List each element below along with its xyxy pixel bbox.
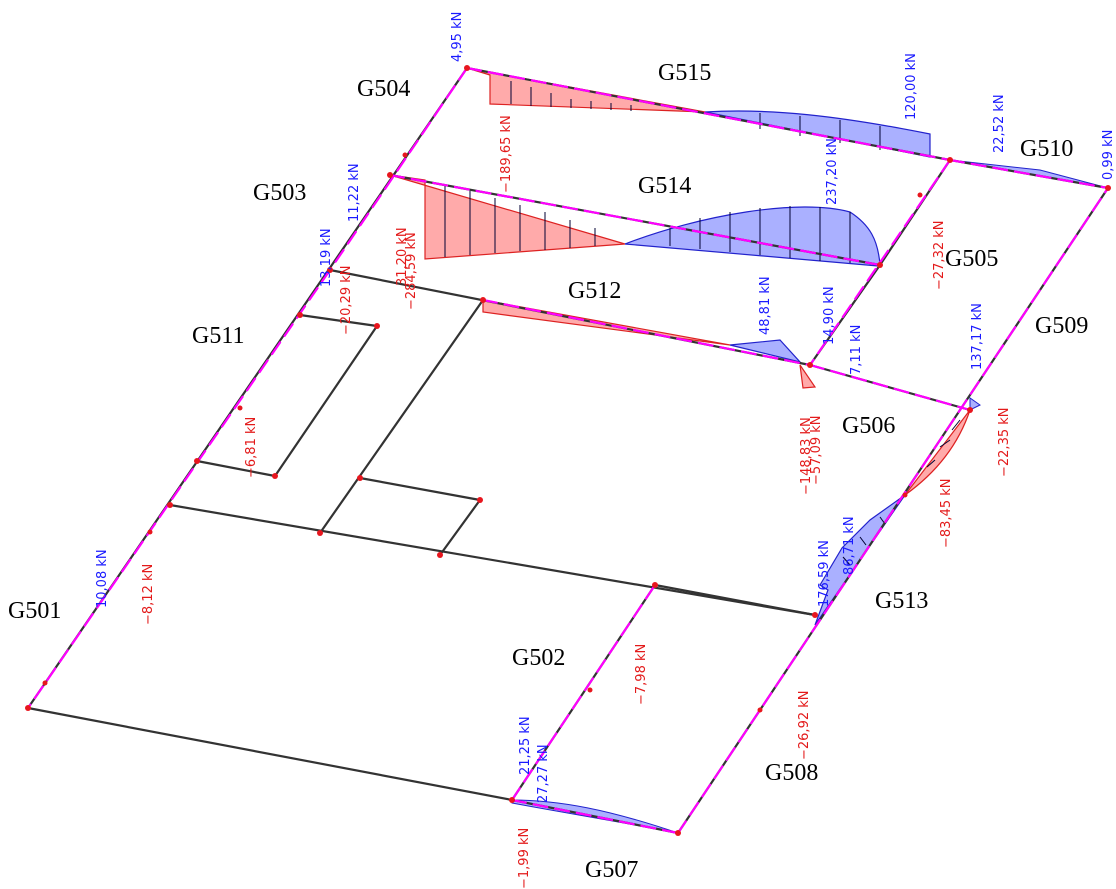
- beam-label-g504: G504: [357, 76, 410, 102]
- beam-label-g501: G501: [8, 598, 61, 624]
- force-label: −26,92 kN: [797, 691, 812, 761]
- force-label: −27,32 kN: [932, 221, 947, 291]
- beam-label-g502: G502: [512, 645, 565, 671]
- beam-label-g506: G506: [842, 413, 895, 439]
- beam-label-g507: G507: [585, 857, 638, 883]
- force-label: 137,17 kN: [970, 303, 985, 370]
- nodes: [25, 65, 1111, 836]
- force-label: 7,11 kN: [849, 325, 864, 375]
- force-label: −189,65 kN: [499, 115, 514, 193]
- force-label: −22,35 kN: [997, 408, 1012, 478]
- force-label: −148,83 kN: [799, 417, 814, 495]
- force-label: −6,81 kN: [244, 417, 259, 478]
- g514-negative-diagram: [389, 174, 626, 260]
- force-label: 86,71 kN: [842, 516, 857, 575]
- g509-diagram: [904, 397, 981, 496]
- force-label: 21,25 kN: [518, 716, 533, 775]
- beam-label-g512: G512: [568, 278, 621, 304]
- force-labels: 4,95 kN 120,00 kN 22,52 kN 0,99 kN −189,…: [95, 12, 1116, 889]
- beam-label-g505: G505: [945, 246, 998, 272]
- force-label: −8,12 kN: [141, 564, 156, 625]
- force-label: 31,20 kN: [395, 227, 410, 286]
- force-label: −7,98 kN: [634, 644, 649, 705]
- g512-positive-diagram: [729, 339, 802, 364]
- g514-positive-diagram: [624, 206, 881, 267]
- beam-label-g511: G511: [192, 323, 244, 349]
- force-label: 4,95 kN: [450, 12, 465, 62]
- force-label: −284,59 kN: [404, 232, 419, 310]
- force-label: −1,99 kN: [517, 828, 532, 889]
- beam-label-g503: G503: [253, 180, 306, 206]
- force-label: −57,09 kN: [809, 416, 824, 486]
- force-label: 120,00 kN: [904, 53, 919, 120]
- force-label: 48,81 kN: [758, 276, 773, 335]
- beam-label-g515: G515: [658, 60, 711, 86]
- beam-labels: G504 G515 G510 G503 G514 G505 G512 G509 …: [8, 60, 1088, 883]
- force-label: 10,08 kN: [95, 549, 110, 608]
- force-label: −20,29 kN: [339, 266, 354, 336]
- beam-label-g510: G510: [1020, 136, 1073, 162]
- force-label: 11,22 kN: [347, 163, 362, 222]
- beam-label-g509: G509: [1035, 313, 1088, 339]
- force-label: 0,99 kN: [1101, 130, 1116, 180]
- force-label: 237,20 kN: [825, 138, 840, 205]
- force-label: 176,59 kN: [817, 540, 832, 607]
- beam-label-g514: G514: [638, 173, 691, 199]
- beam-label-g508: G508: [765, 760, 818, 786]
- force-label: 27,27 kN: [536, 744, 551, 803]
- force-label: 14,90 kN: [822, 286, 837, 345]
- beam-label-g513: G513: [875, 588, 928, 614]
- g512-negative-diagram: [482, 299, 817, 389]
- force-label: 22,52 kN: [992, 94, 1007, 153]
- force-label: −83,45 kN: [939, 479, 954, 549]
- force-label: 13,19 kN: [319, 228, 334, 287]
